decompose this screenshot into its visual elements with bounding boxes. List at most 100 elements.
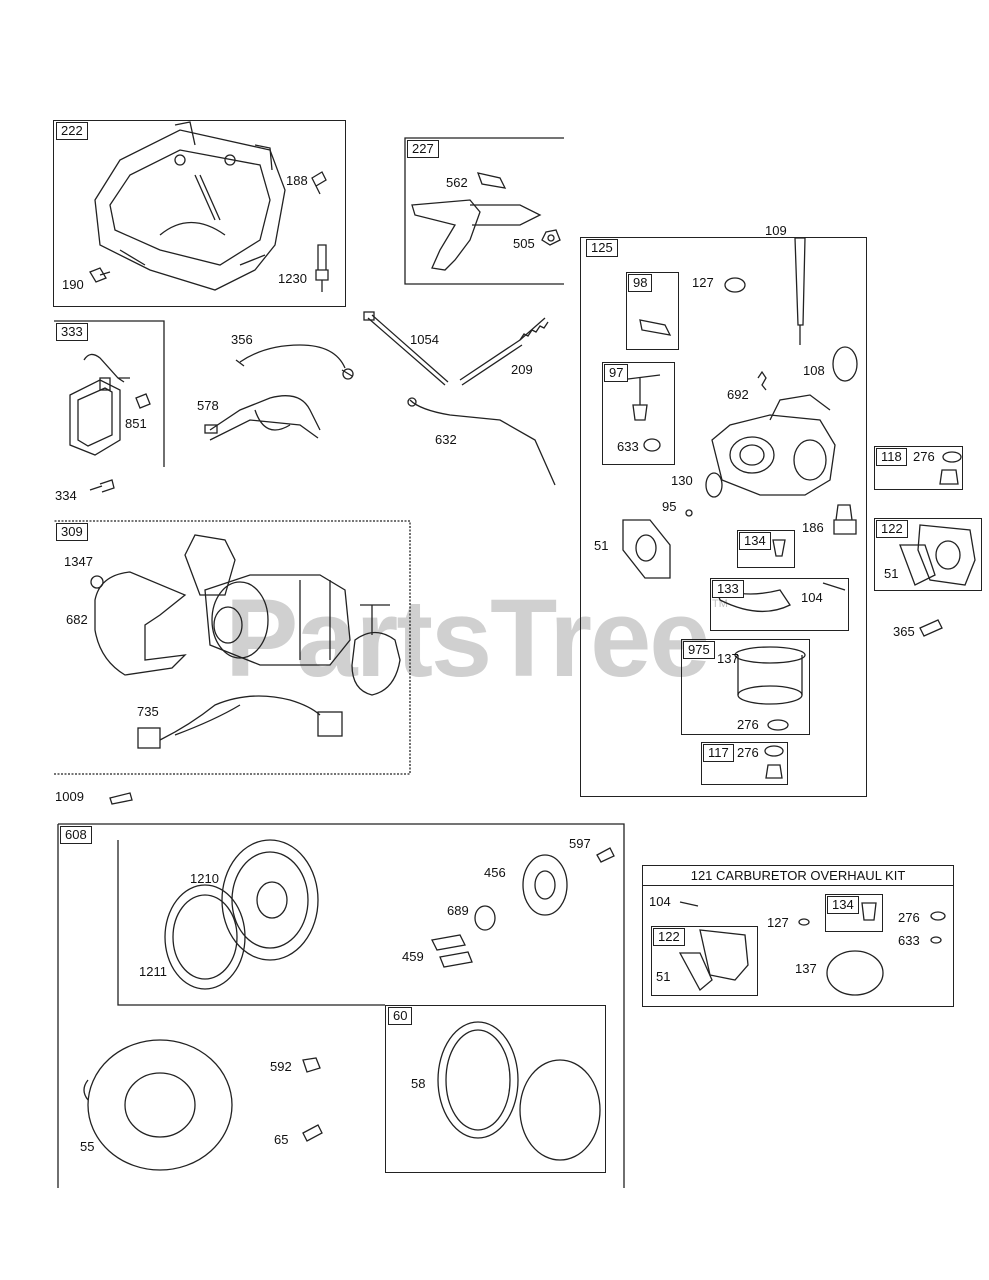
screw-98: [639, 319, 672, 336]
part-label-276-118: 276: [913, 449, 935, 464]
part-label-65: 65: [274, 1132, 289, 1147]
kit-label-633: 633: [898, 933, 920, 948]
kit-label-137: 137: [795, 961, 817, 976]
part-label-1009: 1009: [55, 789, 84, 804]
group-97-tag: 97: [604, 364, 629, 382]
part-label-735: 735: [137, 704, 159, 719]
pulley-1210: [221, 839, 319, 961]
starter-drawing: [184, 534, 351, 666]
part-label-51-122: 51: [884, 566, 899, 581]
part-label-130: 130: [671, 473, 693, 488]
part-label-632: 632: [435, 432, 457, 447]
frame-333: [54, 320, 165, 467]
group-222-frame: [53, 120, 346, 307]
part-label-689: 689: [447, 903, 469, 918]
group-117-frame: [701, 742, 788, 785]
part-label-505: 505: [513, 236, 535, 251]
wire-356: [235, 344, 354, 380]
switch-drawing: [69, 353, 130, 456]
kit-label-127: 127: [767, 915, 789, 930]
group-133-tag: 133: [712, 580, 744, 598]
kit-label-104: 104: [649, 894, 671, 909]
fitting-186: [833, 504, 857, 535]
nut-505: [541, 229, 561, 246]
part-label-137: 137: [717, 651, 739, 666]
group-118-frame: [874, 446, 963, 490]
part-label-578: 578: [197, 398, 219, 413]
part-label-186: 186: [802, 520, 824, 535]
group-222-tag: 222: [56, 122, 88, 140]
part-label-1347: 1347: [64, 554, 93, 569]
group-98-frame: [626, 272, 679, 350]
part-label-1211: 1211: [139, 964, 167, 979]
base-plate-drawing: [94, 121, 286, 291]
part-label-188: 188: [286, 173, 308, 188]
bolt-190: [89, 267, 111, 283]
tie-1054: [363, 311, 449, 386]
watermark-trademark: TM: [712, 598, 728, 610]
part-label-1054: 1054: [410, 332, 439, 347]
bolt-1230: [315, 244, 329, 292]
kit-134-tag: 134: [827, 896, 859, 914]
part-label-334: 334: [55, 488, 77, 503]
frame-309: [54, 520, 411, 775]
dipstick-109: [794, 237, 806, 345]
group-227-tag: 227: [407, 140, 439, 158]
group-60-tag: 60: [388, 1007, 413, 1025]
gasket-51: [622, 519, 671, 579]
carburetor-drawing: [711, 394, 836, 496]
part-label-1210: 1210: [190, 871, 219, 886]
kit-label-276: 276: [898, 910, 920, 925]
frame-227: [404, 137, 564, 285]
spring-1211: [164, 884, 246, 990]
part-label-190: 190: [62, 277, 84, 292]
kit-label-51: 51: [656, 969, 671, 984]
part-label-95: 95: [662, 499, 677, 514]
group-125-frame: [580, 237, 867, 797]
part-label-692: 692: [727, 387, 749, 402]
group-117-tag: 117: [703, 744, 734, 762]
part-label-127: 127: [692, 275, 714, 290]
parts-122: [899, 524, 976, 586]
screw-562: [476, 172, 507, 189]
bolt-597: [596, 847, 615, 863]
kit-frame: [642, 865, 954, 1007]
part-label-597: 597: [569, 836, 591, 851]
part-label-108: 108: [803, 363, 825, 378]
group-98-tag: 98: [628, 274, 653, 292]
kit-title: 121 CARBURETOR OVERHAUL KIT: [643, 866, 953, 886]
spring-209: [459, 317, 549, 386]
part-label-456: 456: [484, 865, 506, 880]
bowl-108: [832, 346, 858, 382]
bolt-1347: [90, 575, 104, 589]
bolt-65: [302, 1124, 323, 1142]
cord-735: [137, 695, 343, 749]
pawl-456: [522, 854, 568, 916]
part-label-356: 356: [231, 332, 253, 347]
group-133-frame: [710, 578, 849, 631]
pawls-459: [431, 934, 473, 968]
bolt-334: [89, 479, 115, 493]
kit-134-frame: [825, 894, 883, 932]
gasket-130: [705, 472, 723, 498]
plug-127: [724, 277, 746, 293]
part-label-276-117: 276: [737, 745, 759, 760]
group-134-tag: 134: [739, 532, 771, 550]
lever-drawing: [411, 199, 542, 271]
part-label-365: 365: [893, 624, 915, 639]
group-60-frame: [385, 1005, 606, 1173]
group-333-tag: 333: [56, 323, 88, 341]
screw-95: [685, 509, 693, 517]
part-label-459: 459: [402, 949, 424, 964]
jet-134: [772, 539, 786, 557]
parts-117: [764, 745, 784, 779]
part-label-682: 682: [66, 612, 88, 627]
screw-851: [135, 393, 151, 409]
part-label-51: 51: [594, 538, 609, 553]
spring-692: [757, 370, 767, 391]
part-label-55: 55: [80, 1139, 95, 1154]
group-134-frame: [737, 530, 795, 568]
frame-608-right: [58, 823, 625, 1188]
partstree-watermark: PartsTree: [225, 577, 710, 700]
ring-689: [474, 905, 496, 931]
